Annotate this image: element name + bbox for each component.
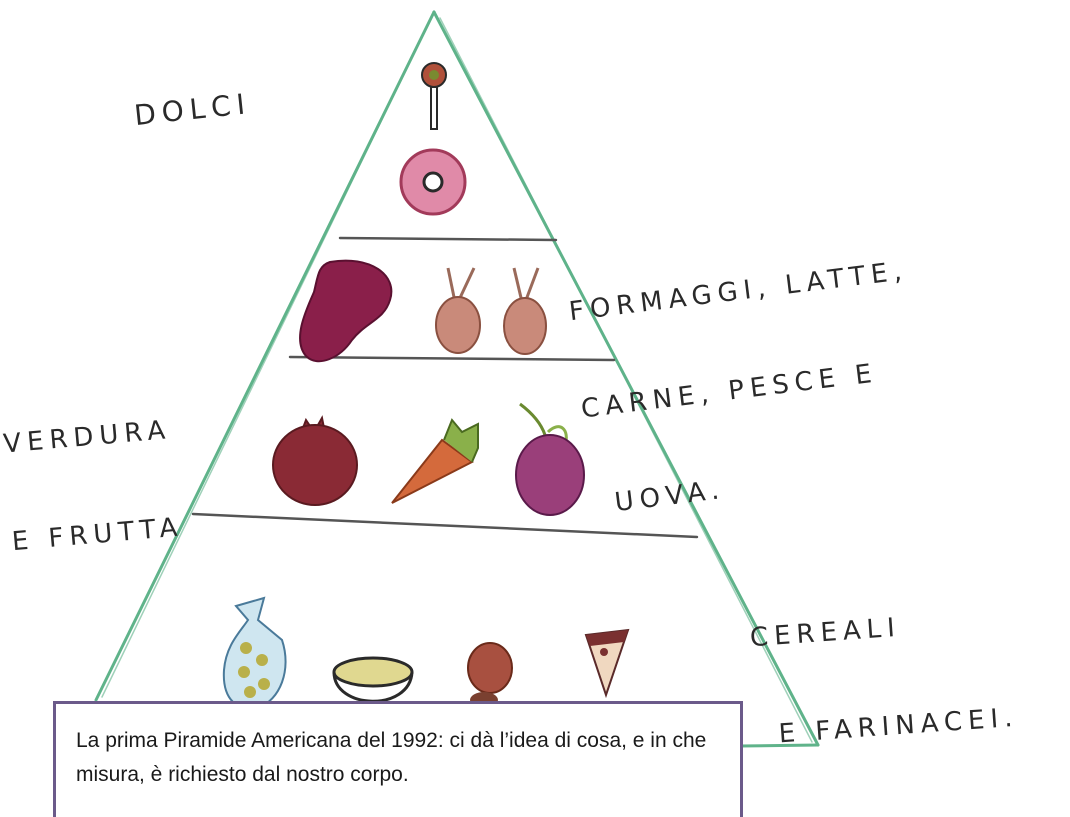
caption-text: La prima Piramide Americana del 1992: ci… [76,729,707,786]
divider-line-1 [338,236,558,242]
pizza-slice-icon [584,628,630,699]
pyramid-outline [94,10,820,748]
label-cereali-line1: CEREALI [748,612,902,654]
lollipop-icon [421,62,447,130]
bread-icon [467,642,513,708]
label-verdura-line2: E FRUTTA [10,511,185,557]
label-cereali: CEREALI E FARINACEI. [744,539,1021,784]
label-verdura-line1: VERDURA [2,415,173,460]
chicken-leg-icon [435,267,481,354]
label-formaggi: FORMAGGI, LATTE, CARNE, PESCE E UOVA. [559,190,937,554]
plum-icon [515,402,585,516]
divider-line-2 [288,355,616,362]
bowl-icon [332,656,414,703]
chicken-leg-icon [503,267,547,355]
label-cereali-line2: E FARINACEI. [777,702,1020,749]
pomegranate-icon [272,415,358,506]
label-formaggi-line1: FORMAGGI, LATTE, [567,255,910,328]
caption-box: La prima Piramide Americana del 1992: ci… [53,701,743,817]
grain-bag-icon [222,596,287,710]
donut-icon [399,148,467,216]
label-formaggi-line3: UOVA. [613,474,727,519]
pyramid-dividers [191,236,699,539]
label-verdura: VERDURA E FRUTTA [0,349,187,591]
label-formaggi-line2: CARNE, PESCE E [579,357,880,425]
carrot-icon [391,418,479,504]
meat-icon [299,259,393,363]
divider-line-3 [191,512,699,539]
